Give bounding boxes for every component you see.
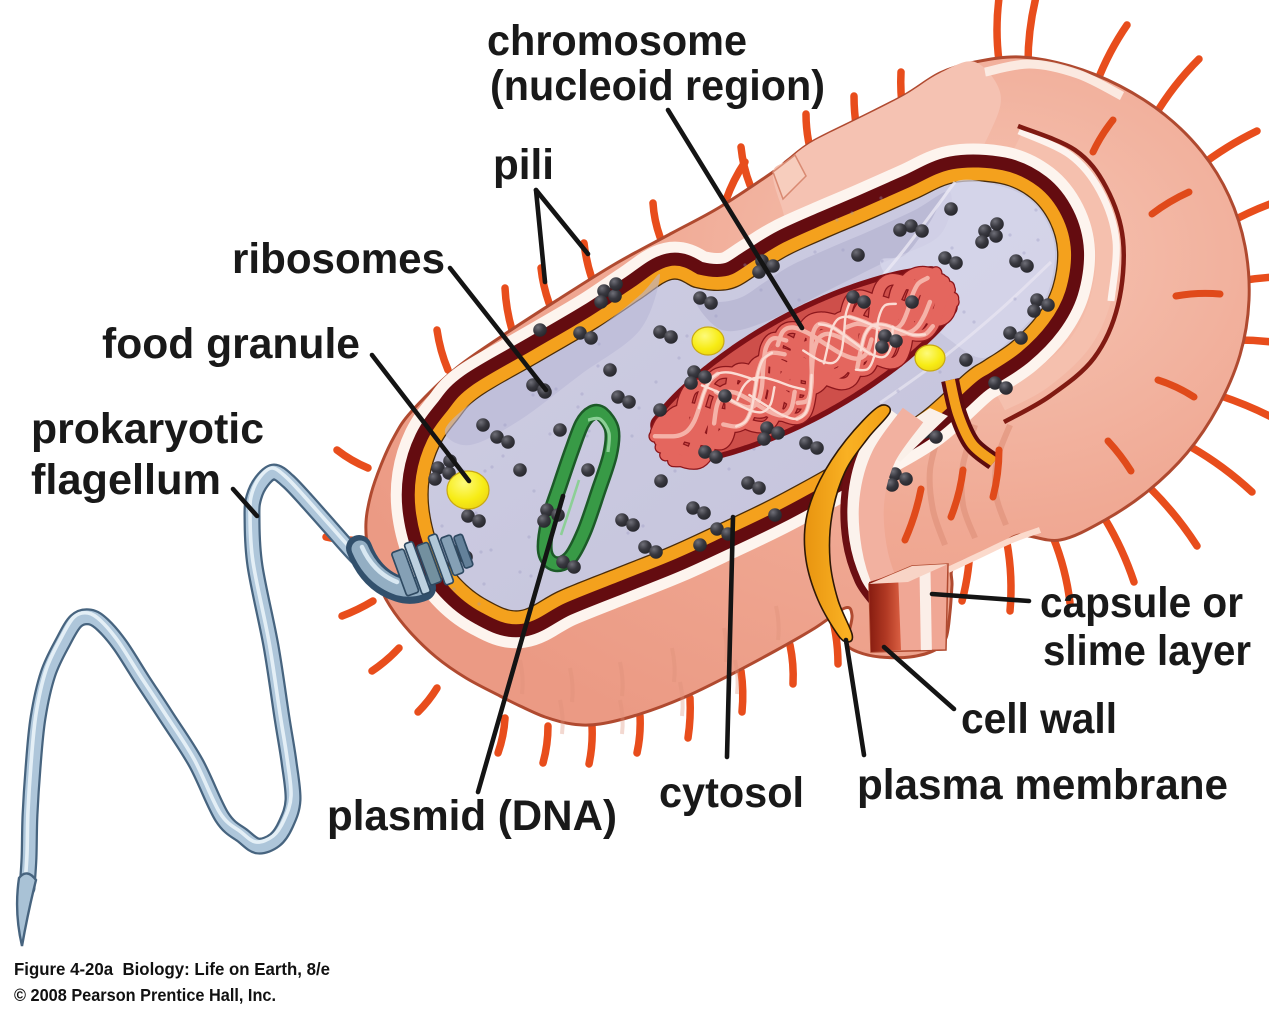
svg-text:plasmid (DNA): plasmid (DNA)	[327, 792, 617, 840]
svg-text:prokaryotic: prokaryotic	[31, 405, 264, 453]
svg-text:Figure 4-20a Biology: Life on: Figure 4-20a Biology: Life on Earth, 8/e	[14, 959, 330, 979]
svg-text:slime layer: slime layer	[1043, 627, 1251, 675]
svg-text:plasma membrane: plasma membrane	[857, 761, 1228, 809]
svg-text:cytosol: cytosol	[659, 769, 804, 817]
svg-text:chromosome: chromosome	[487, 17, 747, 65]
svg-text:© 2008 Pearson Prentice Hall,: © 2008 Pearson Prentice Hall, Inc.	[14, 985, 276, 1005]
svg-text:food granule: food granule	[102, 320, 360, 368]
svg-text:(nucleoid region): (nucleoid region)	[490, 62, 825, 110]
svg-text:flagellum: flagellum	[31, 456, 221, 504]
svg-text:ribosomes: ribosomes	[232, 235, 445, 283]
svg-text:pili: pili	[493, 141, 554, 189]
svg-text:capsule or: capsule or	[1040, 579, 1243, 627]
svg-text:cell wall: cell wall	[961, 695, 1117, 743]
